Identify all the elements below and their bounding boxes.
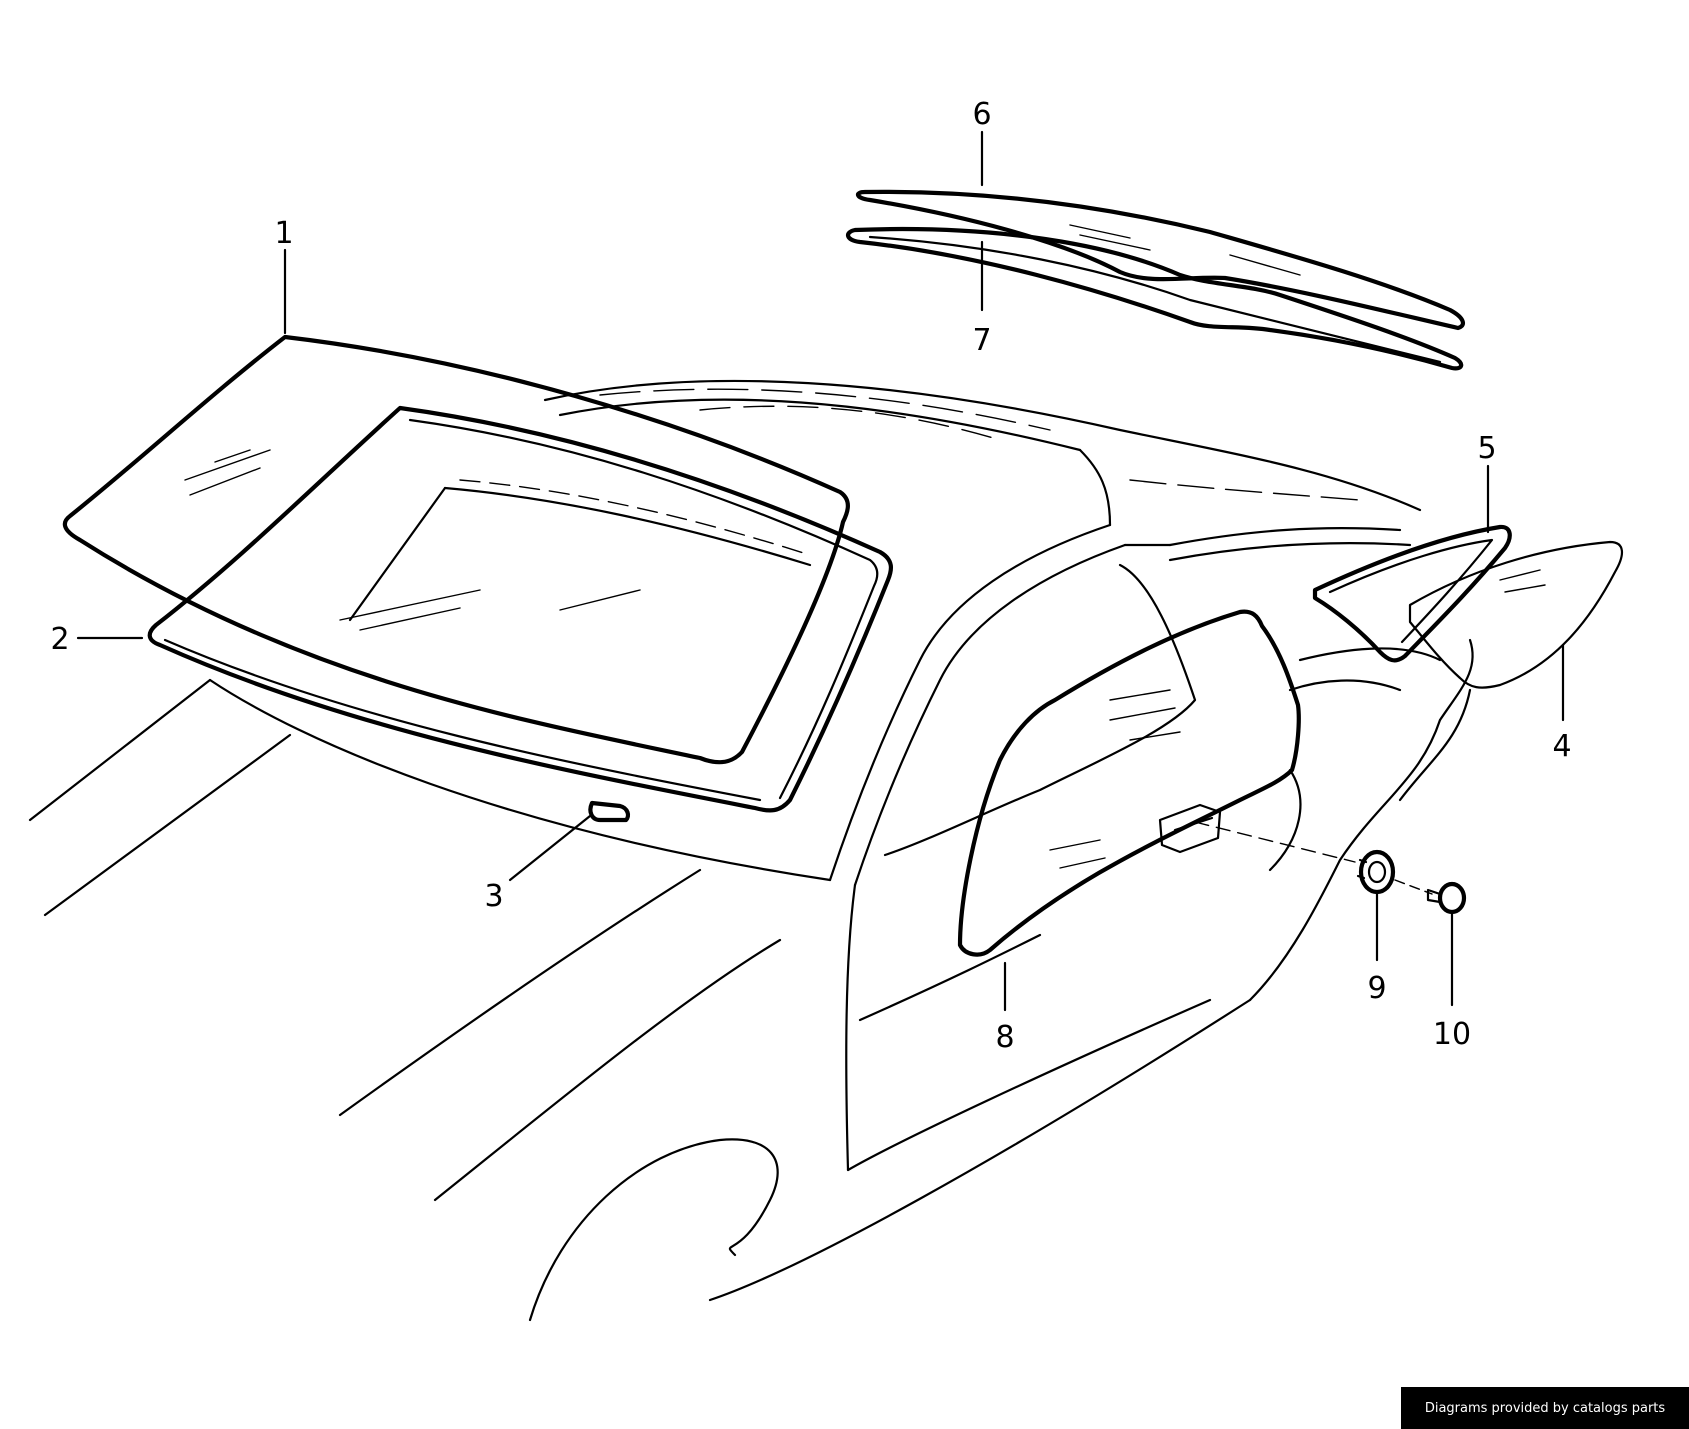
part-7-rear-window-seal[interactable]	[846, 226, 1464, 371]
credit-banner: Diagrams provided by catalogs parts	[1401, 1387, 1689, 1429]
part-8-door-window-glass[interactable]	[957, 609, 1301, 957]
part-2-windshield-seal[interactable]	[147, 405, 894, 813]
callout-1: 1	[274, 216, 293, 251]
part-5-quarter-window-seal[interactable]	[1312, 524, 1512, 663]
part-6-rear-window[interactable]	[856, 189, 1466, 331]
callout-6: 6	[972, 97, 991, 132]
callout-3: 3	[484, 879, 503, 914]
part-1-windshield[interactable]	[62, 334, 850, 765]
callout-4: 4	[1552, 729, 1571, 764]
callout-8: 8	[995, 1020, 1014, 1055]
part-3-mirror-base[interactable]	[588, 800, 631, 823]
assembly-line	[1194, 821, 1356, 863]
callout-7: 7	[972, 323, 991, 358]
callout-2: 2	[50, 622, 69, 657]
callout-labels: 1 2 3 4 5 6 7 8 9 10	[50, 97, 1571, 1055]
part-9-guide[interactable]	[1356, 849, 1396, 895]
part-10-screw[interactable]	[1426, 881, 1467, 915]
callout-10: 10	[1433, 1017, 1471, 1052]
callout-5: 5	[1477, 431, 1496, 466]
car-body-outline	[28, 379, 1474, 1322]
part-4-quarter-window-glass[interactable]	[1408, 540, 1623, 689]
leader-lines	[76, 130, 1565, 1012]
assembly-line-2	[1394, 879, 1433, 895]
callout-9: 9	[1367, 971, 1386, 1006]
